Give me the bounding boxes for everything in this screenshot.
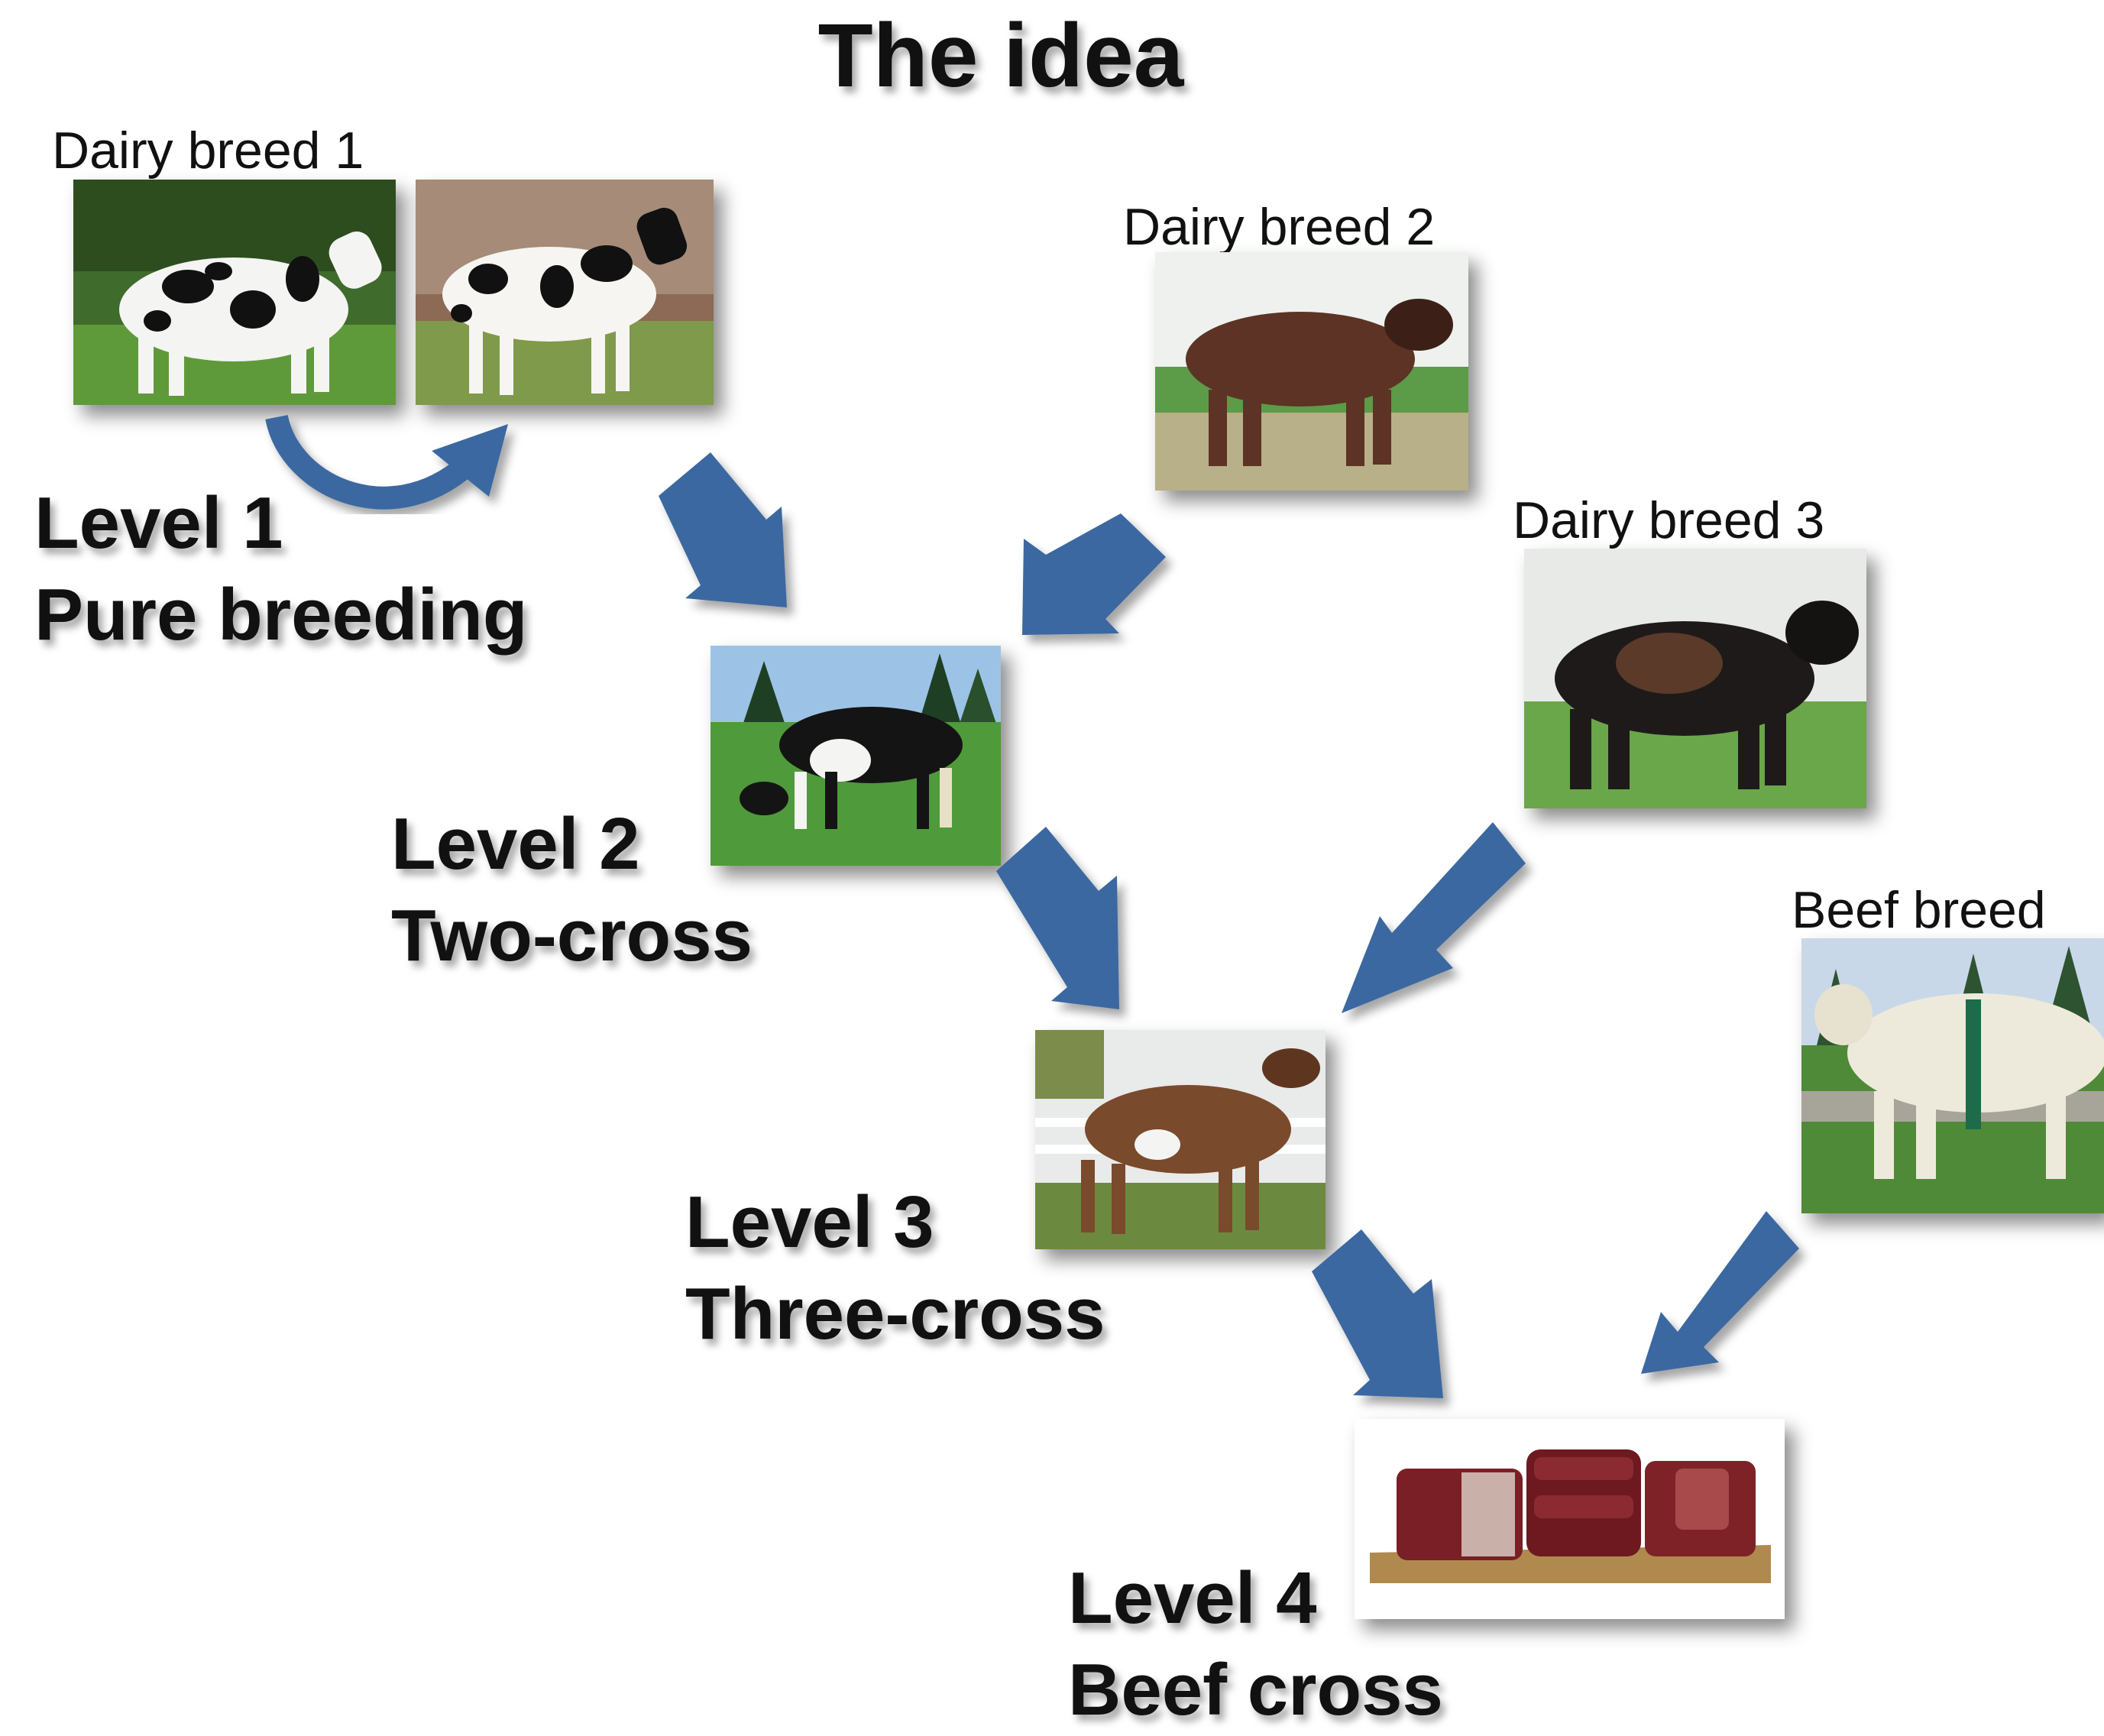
dairy-breed-3-bull-photo (1524, 549, 1866, 808)
arrow-dairy1-to-level2 (659, 452, 787, 607)
dairy-breed-1-label: Dairy breed 1 (52, 121, 364, 180)
beef-breed-label: Beef breed (1792, 881, 2046, 939)
level-2-block: Level 2 Two-cross (391, 798, 753, 982)
two-cross-cow-photo (711, 646, 1001, 866)
level-4-desc: Beef cross (1068, 1649, 1443, 1731)
level-3-block: Level 3 Three-cross (685, 1177, 1105, 1360)
dairy-breed-1-bull-photo (73, 180, 396, 405)
beef-breed-bull-photo (1801, 938, 2104, 1213)
arrow-level3-to-beef (1312, 1229, 1443, 1398)
dairy-breed-3-label: Dairy breed 3 (1513, 491, 1825, 549)
arrow-level2-to-level3 (996, 827, 1119, 1009)
level-1-desc: Pure breeding (34, 574, 528, 656)
level-4-block: Level 4 Beef cross (1068, 1553, 1443, 1736)
beef-cuts-photo (1355, 1419, 1785, 1619)
three-cross-cow-photo (1035, 1030, 1326, 1249)
level-1-name: Level 1 (34, 482, 283, 564)
level-2-desc: Two-cross (391, 895, 753, 976)
page-title: The idea (817, 5, 1184, 106)
level-1-block: Level 1 Pure breeding (34, 478, 527, 661)
arrow-dairy2-to-level2 (1022, 513, 1166, 635)
arrow-dairy3-to-level3 (1342, 822, 1526, 1013)
dairy-breed-1-cow-photo (416, 180, 714, 405)
arrow-beefbreed-to-beef (1641, 1211, 1799, 1374)
level-2-name: Level 2 (391, 803, 640, 885)
level-3-desc: Three-cross (685, 1273, 1105, 1355)
level-3-name: Level 3 (685, 1181, 934, 1263)
level-4-name: Level 4 (1068, 1557, 1317, 1639)
dairy-breed-2-bull-photo (1155, 252, 1468, 491)
dairy-breed-2-label: Dairy breed 2 (1123, 198, 1436, 256)
